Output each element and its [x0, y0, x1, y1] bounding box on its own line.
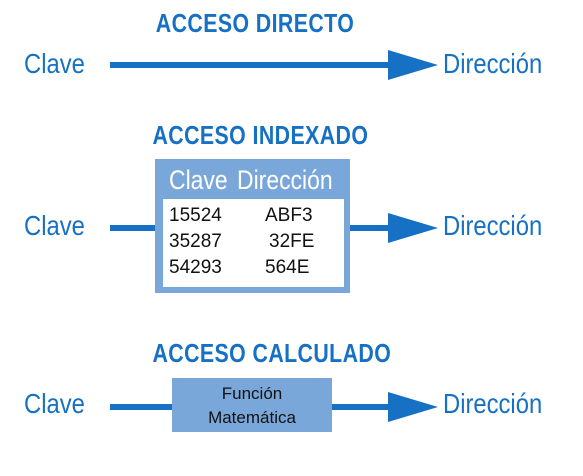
index-cell-key: 54293: [169, 257, 222, 278]
indexed-arrow-head: [388, 213, 438, 243]
index-cell-address: ABF3: [265, 205, 313, 226]
calculated-arrow-head: [388, 392, 438, 422]
direct-arrow-head: [388, 50, 438, 80]
function-label-line2: Matemática: [208, 408, 296, 427]
index-table: Clave Dirección 15524 ABF3 35287 32FE 54…: [155, 159, 350, 293]
direct-address-label: Dirección: [443, 48, 543, 79]
index-header-address: Dirección: [237, 165, 333, 195]
index-cell-key: 15524: [169, 205, 222, 226]
math-function-box: Función Matemática: [172, 378, 332, 432]
calculated-key-label: Clave: [24, 388, 85, 419]
calculated-address-label: Dirección: [443, 388, 543, 419]
index-cell-key: 35287: [169, 231, 222, 252]
function-label-line1: Función: [221, 384, 283, 403]
indexed-arrow-line-out: [350, 225, 394, 231]
index-cell-address: 32FE: [269, 231, 315, 252]
direct-key-label: Clave: [24, 48, 85, 79]
calculated-arrow-line-out: [332, 404, 394, 410]
indexed-access-title: ACCESO INDEXADO: [152, 120, 369, 150]
index-cell-address: 564E: [265, 257, 310, 278]
index-table-body: 15524 ABF3 35287 32FE 54293 564E: [163, 199, 344, 287]
indexed-key-label: Clave: [24, 210, 85, 241]
calculated-arrow-line-in: [110, 404, 172, 410]
indexed-address-label: Dirección: [443, 210, 543, 241]
direct-access-title: ACCESO DIRECTO: [155, 8, 355, 38]
indexed-arrow-line-in: [110, 225, 158, 231]
calculated-access-title: ACCESO CALCULADO: [152, 338, 392, 368]
index-header-key: Clave: [169, 165, 228, 195]
direct-arrow-line: [110, 62, 394, 68]
